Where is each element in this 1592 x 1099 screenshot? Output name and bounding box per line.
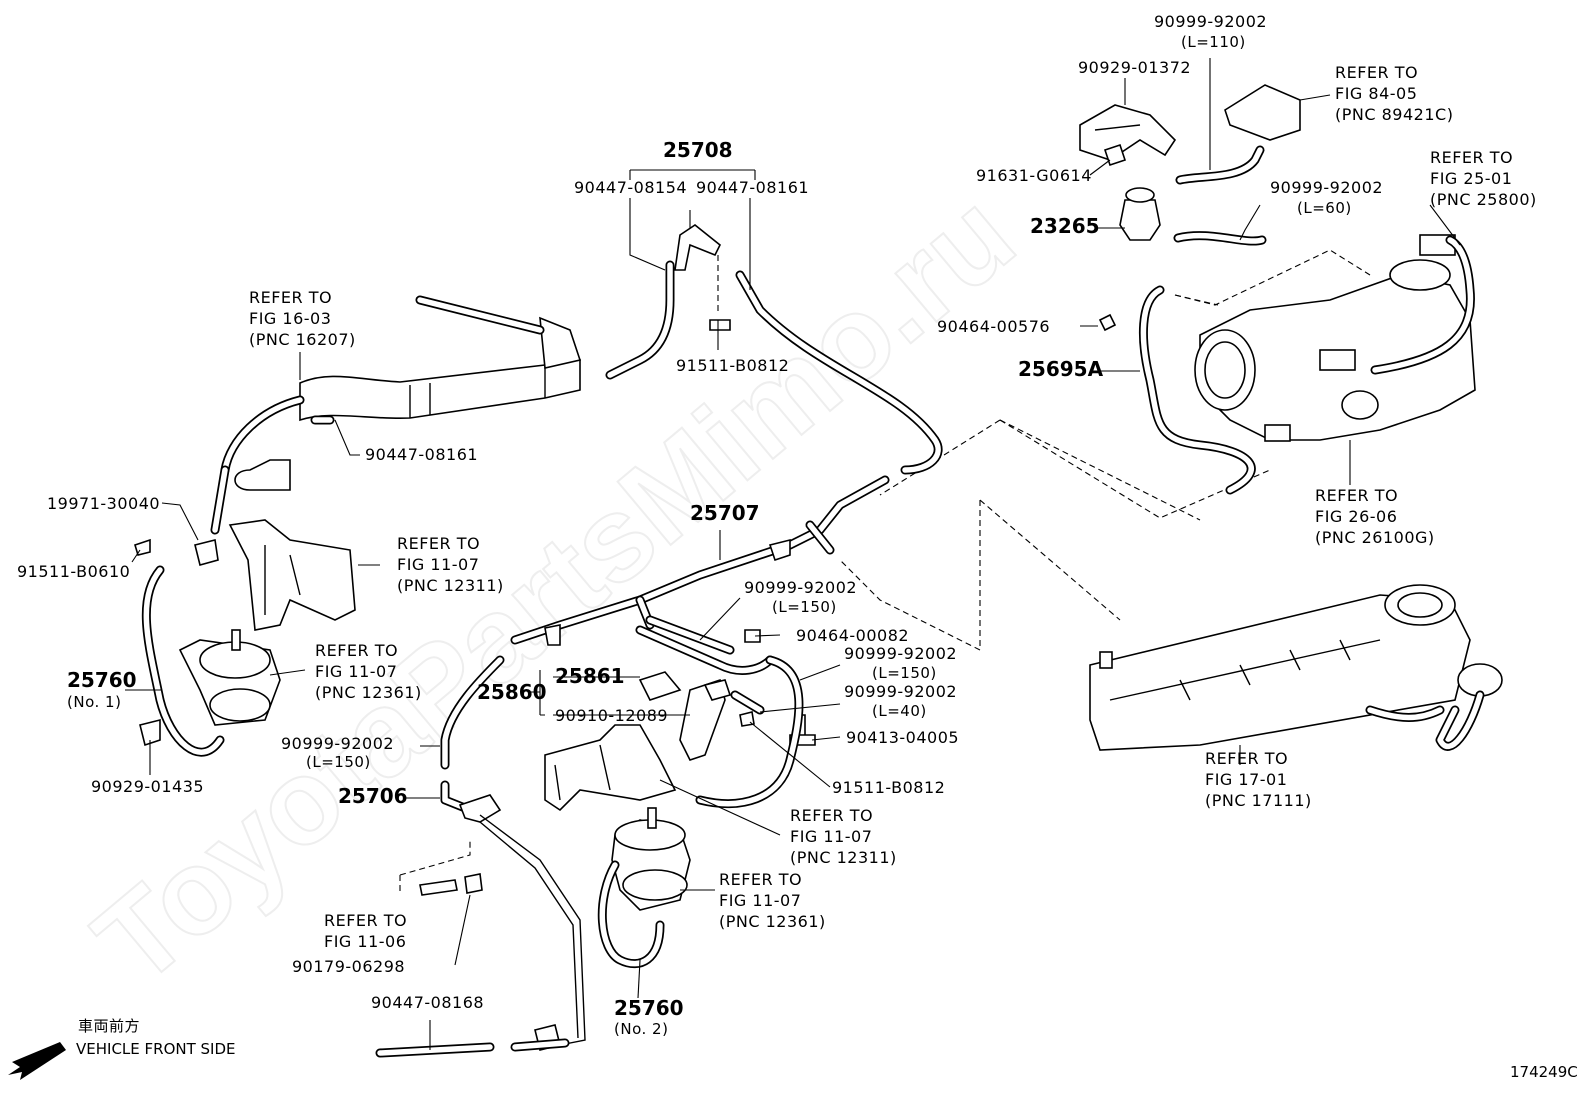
label-refer-fig-11-07-b: REFER TO FIG 11-07 (PNC 12361) — [315, 641, 422, 702]
label-90999-92002-l60: 90999-92002 — [1270, 178, 1384, 197]
cooling-pipe-assembly — [210, 295, 582, 535]
label-25760-no1: 25760 — [67, 668, 137, 692]
leader-lines — [125, 58, 1461, 1050]
figure-code: 174249C — [1510, 1063, 1578, 1081]
label-90999-92002-l150-a-len: (L=150) — [772, 598, 837, 616]
label-90999-92002-l110: 90999-92002 — [1154, 12, 1268, 31]
label-90447-08168: 90447-08168 — [371, 993, 485, 1012]
intake-manifold — [1089, 584, 1503, 751]
label-25707: 25707 — [690, 501, 760, 525]
vsv-assembly — [1079, 84, 1301, 246]
label-25760-no2: 25760 — [614, 996, 684, 1020]
label-90929-01435: 90929-01435 — [91, 777, 205, 796]
label-90999-92002-l150-b: 90999-92002 — [844, 644, 958, 663]
label-90999-92002-l110-len: (L=110) — [1181, 33, 1246, 51]
label-90447-08161-top: 90447-08161 — [696, 178, 810, 197]
label-25860: 25860 — [477, 680, 547, 704]
label-91511-b0610: 91511-B0610 — [17, 562, 131, 581]
label-refer-fig-11-06: REFER TO FIG 11-06 — [324, 911, 408, 951]
label-90999-92002-l150-a: 90999-92002 — [744, 578, 858, 597]
label-91511-b0812-mid: 91511-B0812 — [832, 778, 946, 797]
label-25708: 25708 — [663, 138, 733, 162]
label-25695a: 25695A — [1018, 357, 1104, 381]
watermark: ToyotaPartsMimo.ru — [71, 167, 1039, 1010]
label-90999-92002-l40: 90999-92002 — [844, 682, 958, 701]
label-23265: 23265 — [1030, 214, 1100, 238]
label-refer-fig-16-03: REFER TO FIG 16-03 (PNC 16207) — [249, 288, 356, 349]
label-90999-92002-l60-len: (L=60) — [1297, 199, 1352, 217]
label-90910-12089: 90910-12089 — [555, 706, 669, 725]
label-90999-92002-l150-c: 90999-92002 — [281, 734, 395, 753]
label-90413-04005: 90413-04005 — [846, 728, 960, 747]
label-refer-fig-84-05: REFER TO FIG 84-05 (PNC 89421C) — [1335, 63, 1454, 124]
vehicle-front-side-label: VEHICLE FRONT SIDE — [76, 1040, 236, 1058]
label-refer-fig-26-06: REFER TO FIG 26-06 (PNC 26100G) — [1315, 486, 1435, 547]
label-90447-08154: 90447-08154 — [574, 178, 688, 197]
label-25861: 25861 — [555, 664, 625, 688]
label-25706: 25706 — [338, 784, 408, 808]
throttle-body-assembly — [1098, 234, 1476, 495]
label-90464-00082: 90464-00082 — [796, 626, 910, 645]
label-90179-06298: 90179-06298 — [292, 957, 406, 976]
engine-mount-1-assembly — [134, 519, 356, 757]
hose-25707 — [510, 475, 890, 646]
vehicle-front-japanese: 車両前方 — [78, 1017, 141, 1035]
label-90999-92002-l150-c-len: (L=150) — [306, 753, 371, 771]
label-90929-01372: 90929-01372 — [1078, 58, 1192, 77]
label-refer-fig-25-01: REFER TO FIG 25-01 (PNC 25800) — [1430, 148, 1537, 209]
hose-25708 — [605, 224, 943, 475]
label-19971-30040: 19971-30040 — [47, 494, 161, 513]
front-arrow-icon — [8, 1042, 66, 1080]
label-25760-no1-note: (No. 1) — [67, 693, 122, 711]
label-refer-fig-17-01: REFER TO FIG 17-01 (PNC 17111) — [1205, 749, 1312, 810]
label-refer-fig-11-07-a: REFER TO FIG 11-07 (PNC 12311) — [397, 534, 504, 595]
label-90447-08161-left: 90447-08161 — [365, 445, 479, 464]
label-25760-no2-note: (No. 2) — [614, 1020, 669, 1038]
label-91631-g0614: 91631-G0614 — [976, 166, 1092, 185]
label-90999-92002-l40-len: (L=40) — [872, 702, 927, 720]
label-refer-fig-11-07-d: REFER TO FIG 11-07 (PNC 12361) — [719, 870, 826, 931]
label-refer-fig-11-07-c: REFER TO FIG 11-07 (PNC 12311) — [790, 806, 897, 867]
label-90999-92002-l150-b-len: (L=150) — [872, 664, 937, 682]
label-90464-00576: 90464-00576 — [937, 317, 1051, 336]
label-91511-b0812-top: 91511-B0812 — [676, 356, 790, 375]
